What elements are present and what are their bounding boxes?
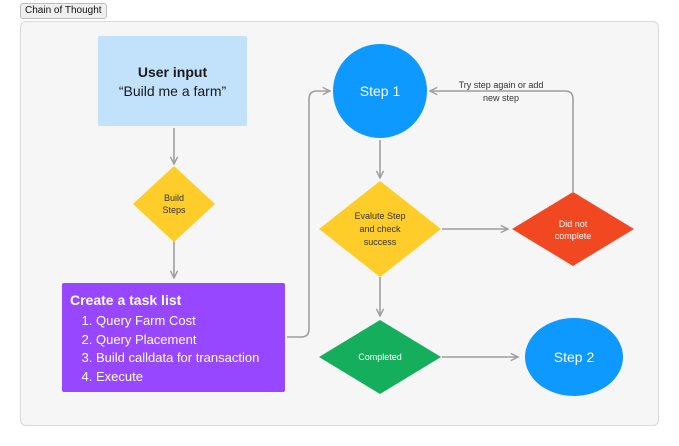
- did-not-complete-label: Did not complete: [554, 219, 592, 241]
- arrow-tasklist-to-step1: [287, 91, 330, 338]
- step-1-label: Step 1: [359, 83, 401, 99]
- completed-label: Completed: [358, 352, 402, 362]
- task-list-box: Create a task list Query Farm Cost Query…: [62, 283, 285, 392]
- did-not-complete-diamond: [512, 192, 634, 266]
- step-2-label: Step 2: [553, 349, 595, 365]
- evaluate-step-diamond: [319, 181, 441, 277]
- chain-of-thought-tag: Chain of Thought: [20, 3, 107, 19]
- evaluate-step-label: Evalute Step and check success: [354, 211, 406, 247]
- task-list-title: Create a task list: [70, 292, 182, 308]
- step-1-circle: [333, 44, 427, 138]
- build-steps-diamond: [133, 166, 215, 242]
- arrow-notcomplete-to-step1: [430, 91, 574, 192]
- task-item: Query Farm Cost: [96, 312, 285, 331]
- task-item: Execute: [96, 368, 285, 387]
- user-input-title: User input: [137, 63, 208, 80]
- task-item: Query Placement: [96, 331, 285, 350]
- step-2-circle: [525, 318, 623, 396]
- user-input-box: User input “Build me a farm”: [98, 36, 247, 126]
- task-item: Build calldata for transaction: [96, 349, 285, 368]
- build-steps-label: Build Steps: [162, 193, 186, 215]
- user-input-text: “Build me a farm”: [118, 82, 227, 99]
- retry-label: Try step again or add new step: [458, 80, 544, 103]
- task-list: Query Farm Cost Query Placement Build ca…: [70, 312, 285, 386]
- completed-diamond: [319, 320, 441, 394]
